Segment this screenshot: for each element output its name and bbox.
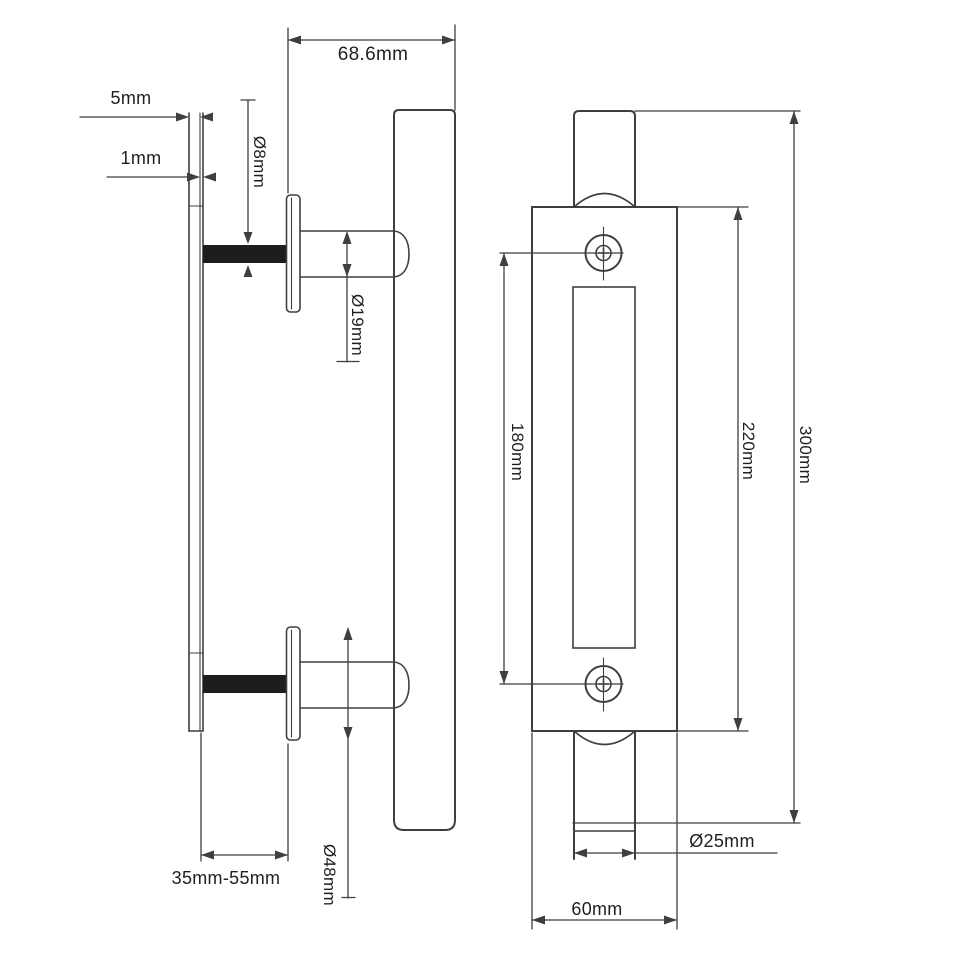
side-view: 68.6mm 5mm 1mm Ø8mm	[79, 24, 456, 906]
top-flange	[285, 194, 301, 313]
handle-tube-front	[573, 110, 636, 860]
dim-post-diameter: Ø19mm	[336, 231, 367, 363]
dim-grip-range: 35mm-55mm	[172, 732, 289, 888]
dim-screw-spacing-label: 180mm	[508, 423, 527, 481]
dim-projection: 68.6mm	[287, 24, 456, 194]
bottom-flange	[285, 626, 301, 741]
dim-grip-range-label: 35mm-55mm	[172, 868, 281, 888]
dim-tube-diameter-label: Ø25mm	[689, 831, 755, 851]
back-plate	[531, 192, 678, 746]
handle-bar-side	[393, 109, 456, 831]
top-mounting-post	[203, 194, 410, 313]
bottom-through-bolt	[203, 675, 287, 693]
dim-overall-height: 300mm	[572, 110, 815, 824]
dim-gasket-thickness-label: 1mm	[121, 148, 162, 168]
dim-gasket-thickness: 1mm	[106, 148, 216, 182]
door-panel	[188, 112, 204, 732]
bottom-post-dome	[393, 661, 410, 709]
plate-recess-slot	[572, 286, 636, 649]
dim-plate-height-label: 220mm	[739, 422, 758, 480]
dim-bolt-diameter: Ø8mm	[240, 99, 269, 277]
dim-projection-label: 68.6mm	[338, 44, 408, 65]
top-through-bolt	[203, 245, 287, 263]
tube-plate-junction-bottom	[573, 730, 636, 746]
tube-plate-junction-top	[573, 192, 636, 208]
dim-post-diameter-label: Ø19mm	[348, 294, 367, 356]
dim-screw-spacing: 180mm	[499, 252, 624, 685]
dim-flange-diameter: Ø48mm	[320, 627, 356, 906]
dim-tube-diameter: Ø25mm	[573, 831, 778, 858]
front-view: 180mm 220mm 300mm Ø25mm	[499, 110, 815, 930]
dim-plate-height: 220mm	[676, 206, 758, 732]
dim-panel-thickness-label: 5mm	[111, 88, 152, 108]
bottom-mounting-post	[203, 626, 410, 741]
dim-panel-thickness: 5mm	[79, 88, 213, 122]
dim-plate-width: 60mm	[531, 732, 678, 930]
dim-overall-height-label: 300mm	[796, 426, 815, 484]
top-post-dome	[393, 230, 410, 278]
dim-flange-diameter-label: Ø48mm	[320, 844, 339, 906]
dim-plate-width-label: 60mm	[571, 899, 622, 919]
dim-bolt-diameter-label: Ø8mm	[250, 136, 269, 188]
